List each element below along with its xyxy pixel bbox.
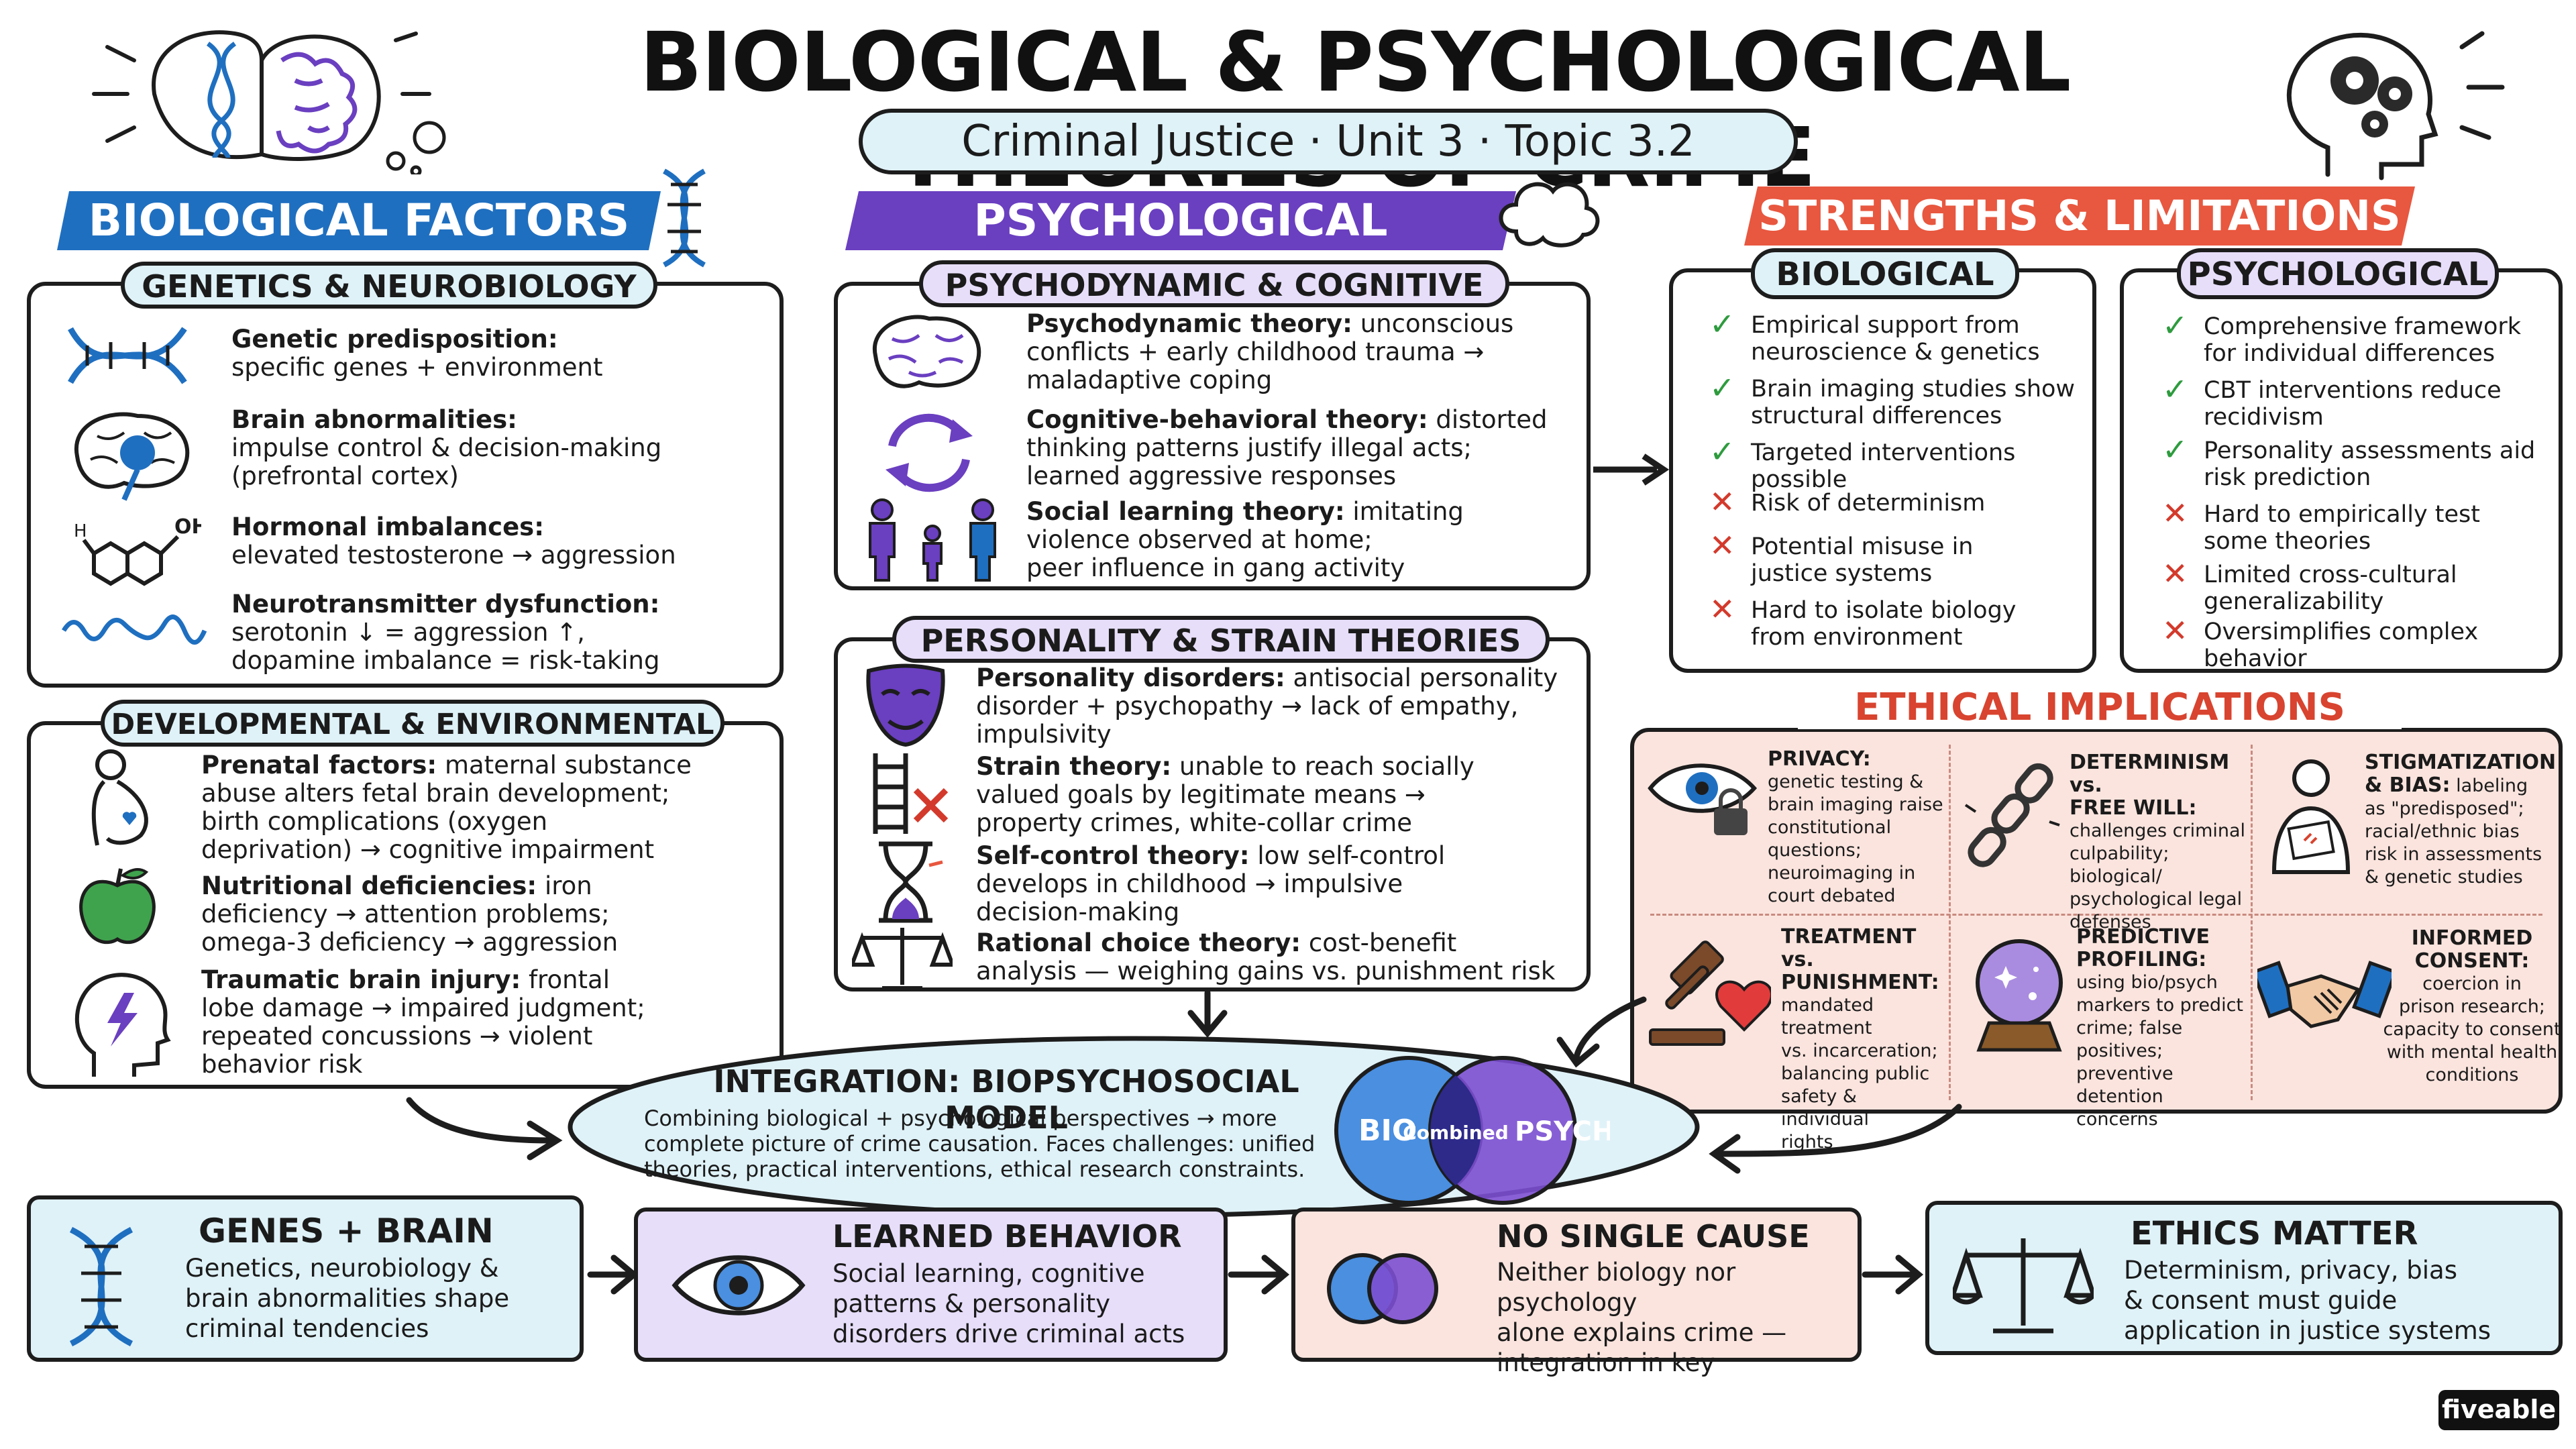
arrow-right-icon [1593, 453, 1670, 486]
strain-theory-item: Strain theory: unable to reach socially … [976, 752, 1474, 837]
biological-factors-banner: BIOLOGICAL FACTORS [57, 191, 661, 250]
brain-icon [74, 412, 190, 501]
pregnant-icon [91, 749, 148, 846]
hourglass-icon [879, 841, 943, 923]
personality-strain-tab: PERSONALITY & STRAIN THEORIES [892, 616, 1550, 663]
ethical-implications-title: ETHICAL IMPLICATIONS [1798, 686, 2402, 729]
dna-brain-head-icon [92, 30, 446, 174]
molecule-icon: OH H [74, 515, 201, 586]
social-learning-theory-item: Social learning theory: imitating violen… [1026, 497, 1464, 582]
handshake-icon [2257, 961, 2392, 1028]
venn-bio-label: BIO [1358, 1114, 1417, 1148]
ethics-determinism-cell: DETERMINISM vs.FREE WILL: challenges cri… [2070, 751, 2246, 933]
brain-abnormalities-item: Brain abnormalities: impulse control & d… [231, 405, 662, 490]
rational-choice-theory-item: Rational choice theory: cost-benefit ana… [976, 928, 1556, 985]
venn-icon [1327, 1253, 1438, 1324]
dna-icon [663, 168, 706, 268]
integration-text: Combining biological + psychological per… [644, 1106, 1316, 1182]
thought-cloud-icon [1499, 182, 1600, 248]
summary-title: LEARNED BEHAVIOR [833, 1218, 1182, 1254]
crystal-ball-icon [1976, 939, 2063, 1052]
summary-title: GENES + BRAIN [199, 1212, 494, 1250]
traumatic-brain-injury-item: Traumatic brain injury: frontal lobe dam… [201, 965, 645, 1079]
personality-disorders-item: Personality disorders: antisocial person… [976, 663, 1558, 749]
ethics-divider-v2 [2251, 745, 2253, 1100]
cognitive-behavioral-theory-item: Cognitive-behavioral theory: distorted t… [1026, 405, 1548, 490]
gear-head-icon [2286, 31, 2505, 180]
ethical-implications-panel [1630, 728, 2563, 1114]
summary-learned-behavior: LEARNED BEHAVIOR Social learning, cognit… [634, 1208, 1228, 1362]
page-subtitle: Criminal Justice · Unit 3 · Topic 3.2 [859, 109, 1798, 174]
venn-combined-label: Combined [1403, 1122, 1509, 1144]
mask-icon [866, 663, 945, 747]
developmental-environmental-tab: DEVELOPMENTAL & ENVIRONMENTAL [101, 700, 724, 747]
eye-icon [672, 1255, 806, 1316]
dna-icon [68, 327, 187, 384]
summary-text: Genetics, neurobiology &brain abnormalit… [185, 1254, 510, 1343]
ladder-icon [873, 753, 949, 834]
apple-icon [79, 868, 156, 945]
brain-icon [872, 315, 981, 388]
summary-title: NO SINGLE CAUSE [1497, 1218, 1810, 1254]
psychodynamic-cognitive-tab: PSYCHODYNAMIC & COGNITIVE [919, 260, 1509, 307]
neurotransmitter-item: Neurotransmitter dysfunction: serotonin … [231, 590, 660, 675]
wave-icon [61, 614, 207, 645]
venn-psych-label: PSYCH [1515, 1116, 1610, 1147]
bio-psych-venn: BIO Combined PSYCH [1334, 1056, 1610, 1205]
integration-title: INTEGRATION: BIOPSYCHOSOCIAL MODEL [713, 1063, 1299, 1136]
ethics-divider-h [1650, 914, 2542, 916]
psychological-theories-banner: PSYCHOLOGICAL THEORIES [845, 191, 1516, 250]
personality-strain-panel [834, 637, 1591, 991]
family-icon [869, 498, 996, 582]
strengths-limitations-banner: STRENGTHS & LIMITATIONS [1744, 186, 2415, 246]
scale-icon [1953, 1238, 2094, 1334]
head-lightning-icon [75, 973, 171, 1077]
psychological-strengths-tab: PSYCHOLOGICAL [2177, 248, 2499, 299]
summary-genes-brain: GENES + BRAIN Genetics, neurobiology &br… [27, 1195, 584, 1362]
self-control-theory-item: Self-control theory: low self-control de… [976, 841, 1446, 926]
summary-text: Determinism, privacy, bias& consent must… [2124, 1256, 2491, 1345]
ethics-treatment-cell: TREATMENT vs.PUNISHMENT: mandated treatm… [1781, 925, 1939, 1153]
fiveable-logo: fiveable [2438, 1390, 2559, 1430]
summary-title: ETHICS MATTER [2131, 1215, 2418, 1252]
gavel-heart-icon [1649, 941, 1771, 1046]
summary-ethics-matter: ETHICS MATTER Determinism, privacy, bias… [1925, 1201, 2563, 1355]
ethics-privacy-cell: PRIVACY: genetic testing &brain imaging … [1768, 747, 1943, 907]
dna-icon [69, 1226, 133, 1347]
svg-text:H: H [74, 521, 87, 541]
scale-icon [852, 928, 953, 990]
labeled-person-icon [2271, 759, 2351, 874]
svg-text:OH: OH [174, 515, 201, 539]
genetics-neurobiology-tab: GENETICS & NEUROBIOLOGY [121, 262, 657, 309]
biological-strengths-tab: BIOLOGICAL [1751, 248, 2019, 299]
summary-no-single-cause: NO SINGLE CAUSE Neither biology nor psyc… [1291, 1208, 1862, 1377]
broken-chain-icon [1964, 763, 2060, 867]
hormonal-imbalances-item: Hormonal imbalances: elevated testostero… [231, 513, 676, 570]
nutritional-deficiencies-item: Nutritional deficiencies: iron deficienc… [201, 871, 619, 957]
eye-lock-icon [1648, 763, 1758, 835]
biological-strengths-panel [1669, 268, 2096, 673]
psychological-strengths-panel [2120, 268, 2563, 673]
prenatal-factors-item: Prenatal factors: maternal substance abu… [201, 751, 692, 864]
ethics-divider-v1 [1949, 745, 1951, 1100]
ethics-stigmatization-cell: STIGMATIZATION & BIAS: labeling as "pred… [2365, 751, 2557, 888]
psychodynamic-theory-item: Psychodynamic theory: unconscious confli… [1026, 309, 1514, 394]
genetic-predisposition-item: Genetic predisposition: specific genes +… [231, 325, 603, 382]
cycle-arrows-icon [885, 413, 973, 492]
